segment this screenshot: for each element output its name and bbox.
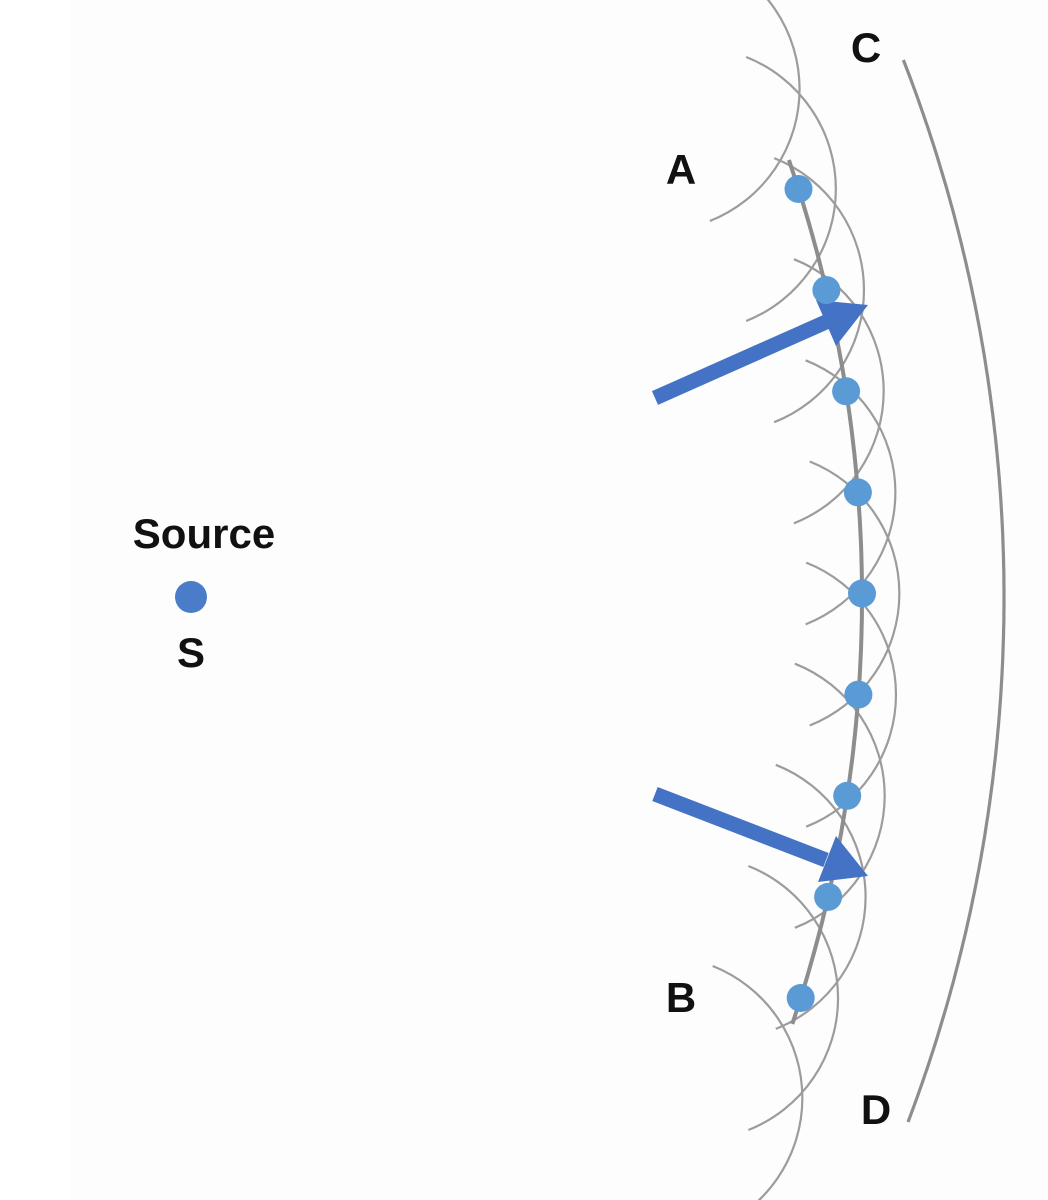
wavelet-arc [709, 0, 801, 223]
propagation-arrow-upper-head [816, 300, 868, 346]
point-d-label: D [861, 1086, 891, 1133]
secondary-source-dot [844, 680, 873, 709]
point-c-label: C [851, 24, 881, 71]
secondary-source-dot [848, 579, 876, 608]
wavelet-arc [747, 864, 840, 1132]
secondary-sources [784, 175, 876, 1012]
propagation-arrow-lower-shaft [652, 787, 829, 867]
secondary-source-dot [814, 882, 843, 911]
propagation-arrow-lower-head [818, 836, 868, 882]
wavelet-arc [773, 157, 865, 424]
wavefront-cd [901, 59, 1006, 1123]
point-a-label: A [666, 146, 696, 193]
propagation-arrow-upper-shaft [651, 315, 830, 405]
secondary-source-dot [833, 781, 862, 810]
wavelet-arc [775, 763, 867, 1030]
source-letter: S [177, 629, 205, 676]
secondary-source-dot [812, 276, 841, 305]
secondary-source-dot [784, 175, 813, 203]
source-point [175, 581, 207, 613]
wavelet-arc [745, 55, 837, 323]
point-b-label: B [666, 974, 696, 1021]
wavelet-arc [712, 964, 804, 1200]
figure-panel [70, 0, 1048, 1200]
secondary-source-dot [843, 478, 872, 507]
secondary-source-dot [832, 377, 861, 406]
propagation-arrows [651, 300, 868, 882]
source-title: Source [133, 510, 275, 557]
secondary-wavelets [709, 0, 901, 1200]
secondary-source-dot [786, 984, 815, 1012]
